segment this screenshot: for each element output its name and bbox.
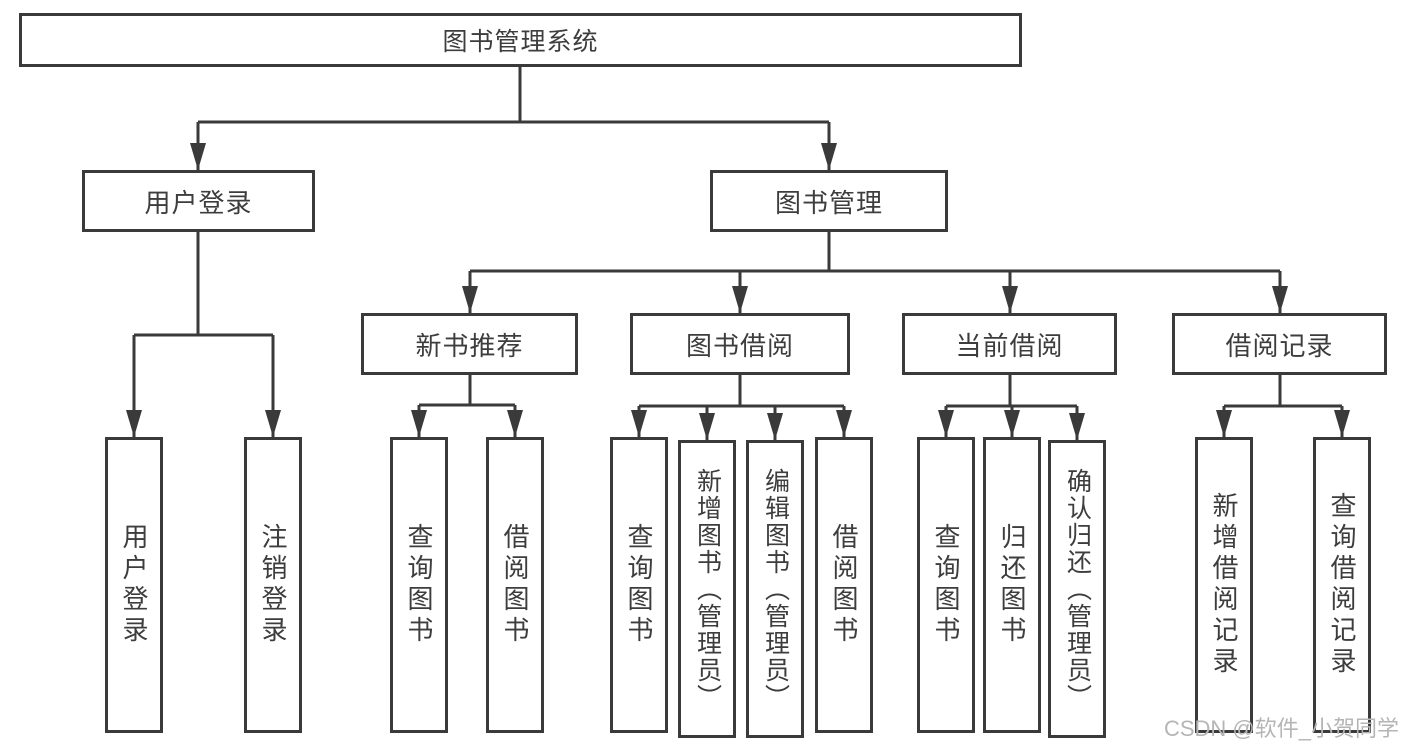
csdn-watermark: CSDN @软件_小贺同学: [1163, 716, 1399, 741]
node-recommend-query-book: 查询图书: [390, 437, 448, 733]
node-borrow-query-book-label: 查询图书: [624, 523, 654, 647]
node-current-query-book: 查询图书: [917, 437, 975, 733]
node-borrow-add-book: 新增图书（管理员）: [678, 440, 736, 738]
node-root: 图书管理系统: [19, 13, 1022, 67]
node-record-add-label: 新增借阅记录: [1209, 492, 1239, 678]
node-book-management-label: 图书管理: [774, 187, 883, 218]
node-current-return-book: 归还图书: [983, 437, 1041, 733]
node-book-management: 图书管理: [710, 170, 948, 232]
node-book-borrow-label: 图书借阅: [685, 330, 794, 361]
node-current-confirm-return-label: 确认归还（管理员）: [1063, 467, 1092, 711]
node-borrow-edit-book: 编辑图书（管理员）: [746, 440, 804, 738]
node-recommend-query-book-label: 查询图书: [404, 523, 434, 647]
node-borrow-edit-book-label: 编辑图书（管理员）: [761, 467, 790, 711]
node-borrow-query-book: 查询图书: [610, 437, 668, 733]
node-record-add: 新增借阅记录: [1195, 437, 1253, 733]
node-record-query: 查询借阅记录: [1313, 437, 1371, 733]
node-current-confirm-return: 确认归还（管理员）: [1048, 440, 1106, 738]
node-new-book-recommend: 新书推荐: [361, 313, 578, 375]
node-borrow-add-book-label: 新增图书（管理员）: [693, 467, 722, 711]
node-record-query-label: 查询借阅记录: [1327, 492, 1357, 678]
node-borrow-borrow-book: 借阅图书: [815, 437, 873, 733]
node-user-login: 用户登录: [82, 170, 315, 232]
node-new-book-recommend-label: 新书推荐: [415, 330, 524, 361]
node-logout-leaf-label: 注销登录: [258, 523, 288, 647]
node-recommend-borrow-book-label: 借阅图书: [500, 523, 530, 647]
node-user-login-leaf-label: 用户登录: [119, 523, 149, 647]
node-logout-leaf: 注销登录: [244, 437, 302, 733]
node-borrow-record-label: 借阅记录: [1225, 330, 1334, 361]
node-book-borrow: 图书借阅: [630, 313, 850, 375]
node-current-borrow-label: 当前借阅: [955, 330, 1064, 361]
node-user-login-label: 用户登录: [144, 187, 253, 218]
node-user-login-leaf: 用户登录: [105, 437, 163, 733]
node-current-return-book-label: 归还图书: [997, 523, 1027, 647]
node-current-query-book-label: 查询图书: [931, 523, 961, 647]
arrowheads: [126, 143, 1350, 440]
node-recommend-borrow-book: 借阅图书: [486, 437, 544, 733]
node-borrow-borrow-book-label: 借阅图书: [829, 523, 859, 647]
node-root-label: 图书管理系统: [442, 28, 599, 56]
node-borrow-record: 借阅记录: [1172, 313, 1387, 375]
node-current-borrow: 当前借阅: [902, 313, 1117, 375]
